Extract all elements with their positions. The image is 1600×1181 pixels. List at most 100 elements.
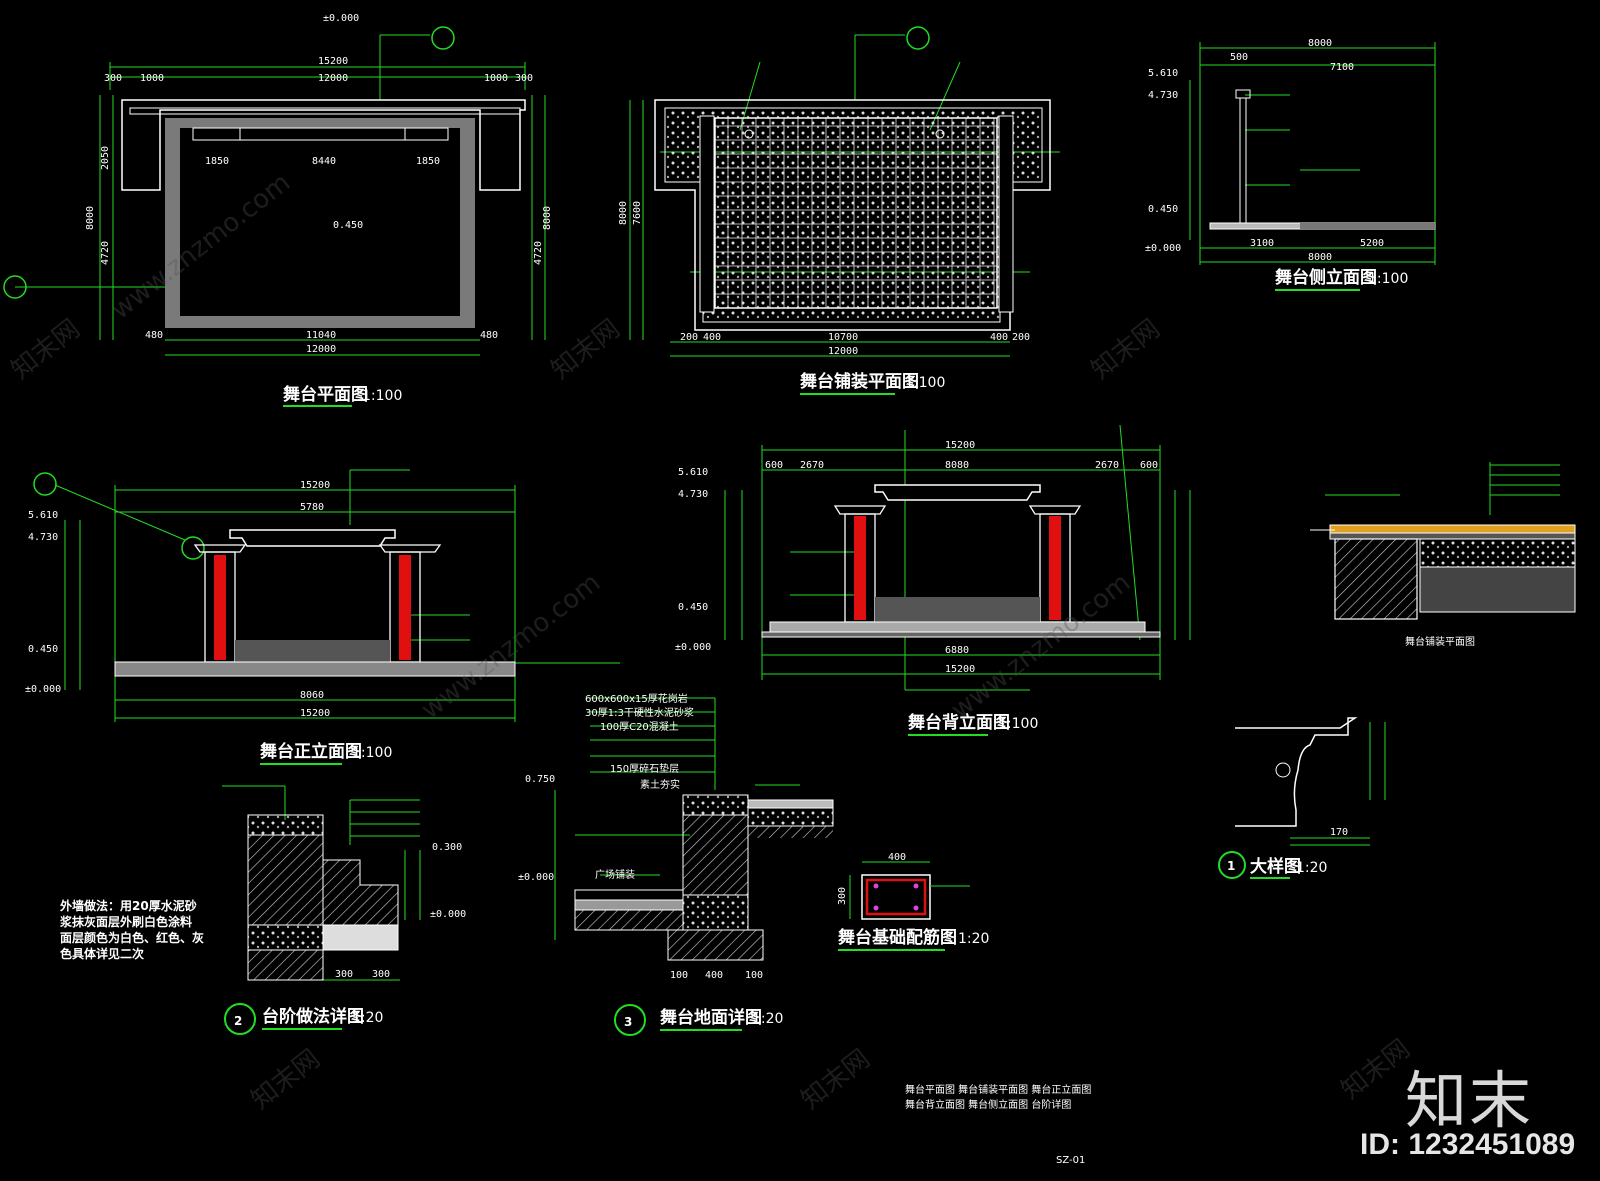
drawing-title: 舞台侧立面图 [1275,267,1377,288]
dim-text: 15200 [300,480,330,491]
dim-text: 1850 [416,156,440,167]
dim-text: 5780 [300,502,324,513]
dim-text: 400 [705,970,723,981]
drawing-title: 台阶做法详图 [262,1006,364,1027]
watermark-text: www.znzmo.com [416,568,606,726]
elevation-text: 0.450 [333,220,363,231]
layer-note: 150厚碎石垫层 [610,762,679,775]
note-text: 色具体详见二次 [60,946,144,961]
dim-text: 1000 [484,73,508,84]
index-list: 舞台背立面图 舞台侧立面图 台阶详图 [905,1098,1071,1111]
detail-callout-icon [181,536,205,560]
dim-text: 5200 [1360,238,1384,249]
dim-text: 7100 [1330,62,1354,73]
layer-note: 广场铺装 [595,868,635,881]
elevation-text: 0.300 [432,842,462,853]
dim-text: 4720 [533,241,544,265]
stage-front-elevation-drawing: 15200 5780 8060 15200 5.610 4.730 0.450 … [25,469,620,765]
dim-text: 400 [703,332,721,343]
drawing-scale: 1:20 [1296,860,1327,876]
dim-text: 11040 [306,330,336,341]
detail-number-icon [614,1004,646,1036]
dim-text: 480 [145,330,163,341]
drawing-title: 舞台地面详图 [660,1007,762,1028]
watermark-text: www.znzmo.com [946,568,1136,726]
drawing-title: 大样图 [1250,856,1301,877]
dim-text: 6880 [945,645,969,656]
layer-note: 100厚C20混凝土 [600,720,679,733]
dim-text: 480 [480,330,498,341]
elevation-text: 4.730 [1148,90,1178,101]
elevation-text: 5.610 [1148,68,1178,79]
dim-text: 400 [990,332,1008,343]
watermark-text: 知末网 [546,314,626,386]
elevation-text: ±0.000 [323,13,359,24]
index-circle-icon [906,26,930,50]
index-circle-icon [3,275,27,299]
dim-text: 10700 [828,332,858,343]
dim-text: 600 [765,460,783,471]
drawing-title: 舞台背立面图 [908,712,1010,733]
drawing-scale: 1:100 [362,388,402,404]
dim-text: 8080 [945,460,969,471]
dim-text: 400 [888,852,906,863]
elevation-text: 5.610 [678,467,708,478]
paving-section-drawing: 舞台铺装平面图 [1310,462,1576,648]
dim-text: 8000 [542,206,553,230]
brand-logo: 知末 [1405,1064,1534,1137]
dim-text: 12000 [828,346,858,357]
detail-number-icon [1218,851,1246,879]
dim-text: 300 [837,887,848,905]
detail-number-icon [224,1003,256,1035]
elevation-text: 0.450 [28,644,58,655]
dim-text: 8000 [618,201,629,225]
drawing-scale: 1:100 [1368,271,1408,287]
drawing-scale: 1:20 [752,1011,783,1027]
watermark-text: 知末网 [246,1044,326,1116]
drawing-title: 舞台铺装平面图 [800,371,919,392]
stage-back-elevation-drawing: 15200 8080 2670 2670 600 600 6880 15200 … [675,424,1191,736]
detail-number: 2 [234,1014,242,1028]
dim-text: 200 [680,332,698,343]
stage-plan-drawing: 15200 12000 300 1000 1000 300 1850 8440 … [3,13,553,407]
dim-text: 12000 [306,344,336,355]
cornice-detail-drawing: 170 1 大样图 1:20 [1218,717,1386,879]
sheet-number: SZ-01 [1056,1155,1085,1166]
note-text: 外墙做法：用20厚水泥砂 [60,898,197,913]
column-rebar-drawing: 400 300 舞台基础配筋图 1:20 [837,852,989,951]
dim-text: 300 [104,73,122,84]
dim-text: 8000 [85,206,96,230]
dim-text: 15200 [300,708,330,719]
drawing-title: 舞台平面图 [283,384,368,405]
elevation-text: 4.730 [678,489,708,500]
drawing-scale: 1:100 [998,716,1038,732]
dim-text: 8000 [1308,38,1332,49]
dim-text: 300 [372,969,390,980]
elevation-text: 4.730 [28,532,58,543]
dim-text: 8060 [300,690,324,701]
index-list: 舞台平面图 舞台铺装平面图 舞台正立面图 [905,1083,1091,1096]
dim-text: 200 [1012,332,1030,343]
note-text: 面层颜色为白色、红色、灰 [60,930,204,945]
sheet-index: 舞台平面图 舞台铺装平面图 舞台正立面图 舞台背立面图 舞台侧立面图 台阶详图 … [905,1083,1091,1166]
index-circle-icon [431,26,455,50]
dim-text: 100 [745,970,763,981]
elevation-text: ±0.000 [25,684,61,695]
layer-note: 素土夯实 [640,778,680,791]
detail-number: 3 [624,1015,632,1029]
dim-text: 15200 [945,440,975,451]
watermark-text: 知末网 [6,314,86,386]
dim-text: 600 [1140,460,1158,471]
dim-text: 4720 [100,241,111,265]
ground-detail-drawing: 600x600x15厚花岗岩 30厚1:3干硬性水泥砂浆 100厚C20混凝土 … [518,692,834,1036]
image-id-label: ID: 1232451089 [1360,1128,1576,1161]
note-text: 浆抹灰面层外刷白色涂料 [59,914,192,929]
dim-text: 300 [515,73,533,84]
elevation-text: 0.450 [678,602,708,613]
elevation-text: 5.610 [28,510,58,521]
drawing-title: 舞台铺装平面图 [1405,635,1475,648]
watermark-text: 知末网 [796,1044,876,1116]
dim-text: 500 [1230,52,1248,63]
steps-detail-drawing: 0.300 ±0.000 300 300 外墙做法：用20厚水泥砂 浆抹灰面层外… [59,785,466,1035]
dim-text: 8000 [1308,252,1332,263]
